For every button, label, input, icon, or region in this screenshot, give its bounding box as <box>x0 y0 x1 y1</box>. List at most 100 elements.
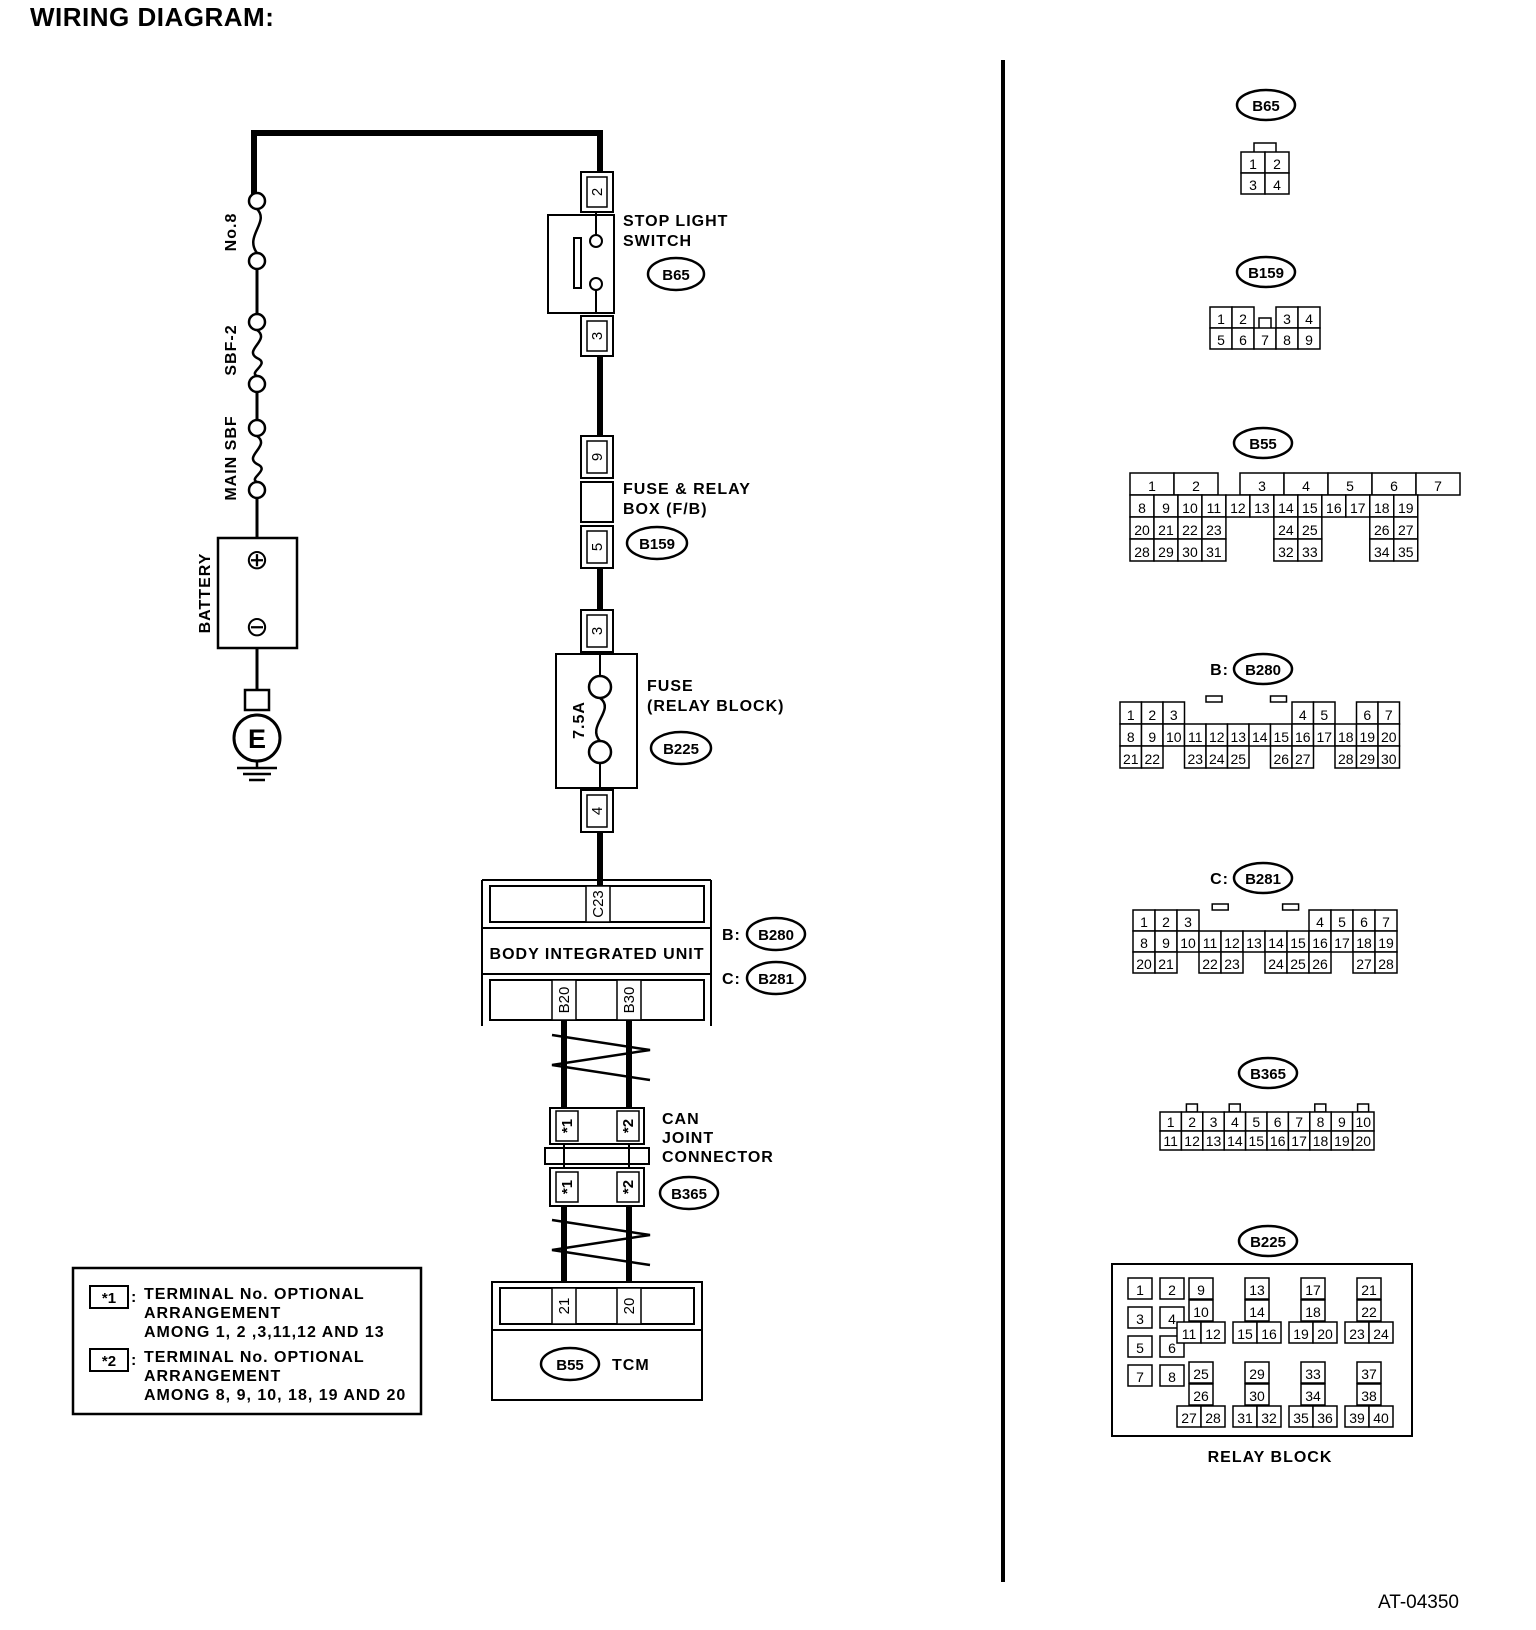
stop-light-label-1: STOP LIGHT <box>623 213 728 230</box>
legend-2-line-1: TERMINAL No. OPTIONAL <box>144 1349 365 1366</box>
b281-pin-20: 20 <box>1136 956 1152 972</box>
conn-b281-prefix: C: <box>1210 871 1229 888</box>
b225-pin-22: 22 <box>1361 1304 1377 1320</box>
b55-pin-24: 24 <box>1278 522 1294 538</box>
b280-pin-29: 29 <box>1359 751 1375 767</box>
b225-pin-23: 23 <box>1349 1326 1365 1342</box>
b281-pin-14: 14 <box>1268 935 1284 951</box>
b55-pin-6: 6 <box>1390 478 1398 494</box>
can-lower-pin-b: *2 <box>620 1180 637 1194</box>
b55-pin-2: 2 <box>1192 478 1200 494</box>
b225-pin-33: 33 <box>1305 1366 1321 1382</box>
b365-pin-7: 7 <box>1295 1114 1303 1130</box>
b55-pin-32: 32 <box>1278 544 1294 560</box>
relay-block-fuse: 3 7.5A 4 FUSE (RELAY BLOCK) B225 <box>555 609 783 833</box>
biu-pin-b30: B30 <box>621 987 638 1014</box>
b365-pin-5: 5 <box>1252 1114 1260 1130</box>
b280-pin-22: 22 <box>1144 751 1160 767</box>
b225-pin-14: 14 <box>1249 1304 1265 1320</box>
conn-b159-label: B159 <box>1248 265 1284 282</box>
b225-pin-10: 10 <box>1193 1304 1209 1320</box>
fuse-relay-box: 9 5 FUSE & RELAY BOX (F/B) B159 <box>580 435 750 569</box>
b55-pin-26: 26 <box>1374 522 1390 538</box>
b365-pin-17: 17 <box>1291 1133 1307 1149</box>
biu-conn-c-prefix: C: <box>722 971 741 988</box>
fuse-no8: No.8 <box>223 191 267 271</box>
battery-negative-icon: ⊖ <box>245 611 268 642</box>
b365-pin-16: 16 <box>1270 1133 1286 1149</box>
b280-pin-26: 26 <box>1273 751 1289 767</box>
b280-pin-27: 27 <box>1295 751 1311 767</box>
b159-pin-5: 5 <box>1217 332 1225 348</box>
b65-pin-1: 1 <box>1249 156 1257 172</box>
can-label-2: JOINT <box>662 1130 714 1147</box>
b55-pin-3: 3 <box>1258 478 1266 494</box>
legend-2-line-3: AMONG 8, 9, 10, 18, 19 AND 20 <box>144 1387 406 1404</box>
b280-pin-10: 10 <box>1166 729 1182 745</box>
battery-positive-icon: ⊕ <box>245 544 268 575</box>
b365-pin-10: 10 <box>1356 1114 1372 1130</box>
svg-text::: : <box>131 1289 137 1306</box>
b281-pin-12: 12 <box>1224 935 1240 951</box>
b281-pin-10: 10 <box>1180 935 1196 951</box>
fuse-relay-pin-in: 9 <box>589 453 606 461</box>
b280-pin-2: 2 <box>1148 707 1156 723</box>
fuse-relay-connector: B159 <box>639 536 675 553</box>
can-lower-pin-a: *1 <box>559 1180 576 1194</box>
b365-pin-6: 6 <box>1274 1114 1282 1130</box>
b55-pin-18: 18 <box>1374 500 1390 516</box>
b281-pin-9: 9 <box>1162 935 1170 951</box>
b280-pin-3: 3 <box>1170 707 1178 723</box>
biu-label: BODY INTEGRATED UNIT <box>490 946 705 963</box>
b280-pin-5: 5 <box>1320 707 1328 723</box>
b55-pin-13: 13 <box>1254 500 1270 516</box>
b225-pin-18: 18 <box>1305 1304 1321 1320</box>
legend-1-line-3: AMONG 1, 2 ,3,11,12 AND 13 <box>144 1324 385 1341</box>
b159-pin-9: 9 <box>1305 332 1313 348</box>
b225-pin-15: 15 <box>1237 1326 1253 1342</box>
b280-pin-19: 19 <box>1359 729 1375 745</box>
tcm-pin-21: 21 <box>556 1298 573 1315</box>
b55-pin-34: 34 <box>1374 544 1390 560</box>
legend-mark-2: *2 <box>102 1353 116 1370</box>
b55-pin-19: 19 <box>1398 500 1414 516</box>
b281-pin-2: 2 <box>1162 914 1170 930</box>
can-joint-connector: *1 *2 *1 *2 CAN JOINT CONNECTOR B365 <box>544 1107 773 1211</box>
b225-pin-19: 19 <box>1293 1326 1309 1342</box>
page-title: WIRING DIAGRAM: <box>30 2 275 32</box>
b280-pin-8: 8 <box>1127 729 1135 745</box>
b55-pin-33: 33 <box>1302 544 1318 560</box>
b225-pin-37: 37 <box>1361 1366 1377 1382</box>
b55-pin-20: 20 <box>1134 522 1150 538</box>
b281-pin-18: 18 <box>1356 935 1372 951</box>
b365-pin-18: 18 <box>1313 1133 1329 1149</box>
tcm-pin-20: 20 <box>621 1298 638 1315</box>
legend-1-line-1: TERMINAL No. OPTIONAL <box>144 1286 365 1303</box>
b280-pin-17: 17 <box>1316 729 1332 745</box>
b225-pin-9: 9 <box>1197 1282 1205 1298</box>
legend: *1 : TERMINAL No. OPTIONAL ARRANGEMENT A… <box>71 1266 423 1416</box>
biu-conn-b: B280 <box>758 927 794 944</box>
relay-fuse-pin-out: 4 <box>589 807 606 815</box>
conn-b365-label: B365 <box>1250 1066 1286 1083</box>
b365-pin-2: 2 <box>1188 1114 1196 1130</box>
b55-pin-25: 25 <box>1302 522 1318 538</box>
fuse-relay-pin-out: 5 <box>589 543 606 551</box>
ground: E <box>232 688 282 782</box>
b281-pin-25: 25 <box>1290 956 1306 972</box>
b225-pin-7: 7 <box>1136 1369 1144 1385</box>
b280-pin-1: 1 <box>1127 707 1135 723</box>
b280-pin-18: 18 <box>1338 729 1354 745</box>
b225-pin-8: 8 <box>1168 1369 1176 1385</box>
b55-pin-30: 30 <box>1182 544 1198 560</box>
can-upper-pin-a: *1 <box>559 1119 576 1133</box>
b225-pin-36: 36 <box>1317 1410 1333 1426</box>
b65-pin-3: 3 <box>1249 177 1257 193</box>
b365-pin-15: 15 <box>1249 1133 1265 1149</box>
b365-pin-11: 11 <box>1163 1133 1178 1149</box>
b225-pin-3: 3 <box>1136 1311 1144 1327</box>
b55-pin-10: 10 <box>1182 500 1198 516</box>
b225-pin-24: 24 <box>1373 1326 1389 1342</box>
b365-pin-20: 20 <box>1356 1133 1372 1149</box>
b280-pin-12: 12 <box>1209 729 1225 745</box>
